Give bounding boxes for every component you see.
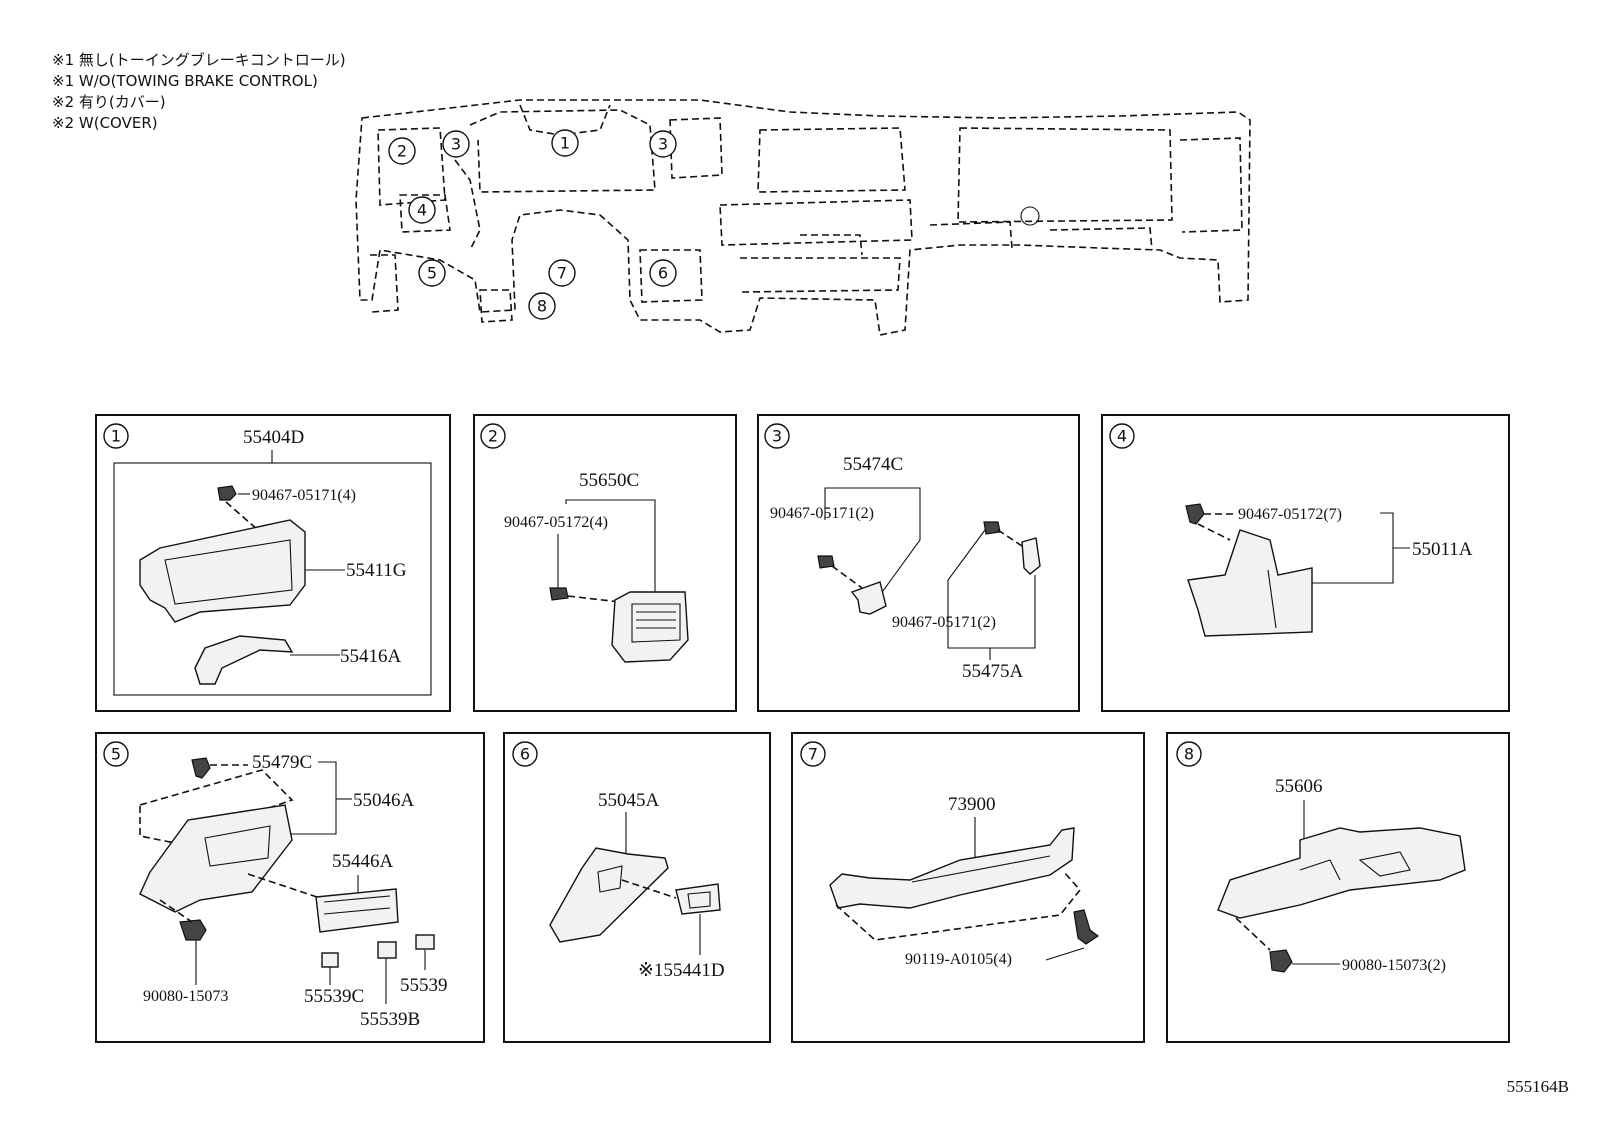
svg-text:7: 7: [808, 745, 818, 764]
part-label-55441D: ※155441D: [638, 960, 725, 981]
screw-icon: [1269, 949, 1293, 973]
part-label-90119-A0105-4: 90119-A0105(4): [905, 951, 1012, 968]
bezel-icon: [194, 635, 294, 685]
cluster-panel-icon: [139, 519, 306, 623]
svg-text:8: 8: [537, 297, 547, 316]
overview-callout-6: 6: [649, 259, 677, 287]
note-line: ※1 W/O(TOWING BRAKE CONTROL): [52, 72, 318, 90]
svg-text:1: 1: [560, 134, 570, 153]
svg-text:2: 2: [488, 427, 498, 446]
lower-panel-icon: [1187, 529, 1313, 637]
switch-icon: [321, 952, 339, 968]
svg-text:4: 4: [1117, 427, 1127, 446]
bolt-icon: [1073, 909, 1100, 945]
svg-text:8: 8: [1184, 745, 1194, 764]
cover-box-icon: [675, 883, 721, 915]
part-label-55474C: 55474C: [843, 454, 903, 475]
svg-text:2: 2: [397, 142, 407, 161]
part-label-55446A: 55446A: [332, 851, 394, 872]
svg-text:5: 5: [427, 264, 437, 283]
panel-3: 3 55474C 90467-05171(2) 90467-05171(2) 5…: [757, 414, 1080, 712]
part-label-90467-05171-4: 90467-05171(4): [252, 487, 356, 504]
part-label-55045A: 55045A: [598, 790, 660, 811]
switch-icon: [415, 934, 435, 950]
panel-7: 7 73900 90119-A0105(4): [791, 732, 1145, 1043]
switch-icon: [377, 941, 397, 959]
part-label-55011A: 55011A: [1412, 539, 1473, 560]
part-label-55404D: 55404D: [243, 427, 304, 448]
panel-6: 6 55045A ※155441D: [503, 732, 771, 1043]
svg-text:5: 5: [111, 745, 121, 764]
part-label-55416A: 55416A: [340, 646, 402, 667]
clip-icon: [983, 521, 1001, 535]
part-label-55539C: 55539C: [304, 986, 364, 1007]
overview-callout-3b: 3: [649, 130, 677, 158]
part-label-55475A: 55475A: [962, 661, 1024, 682]
part-label-90467-05171-2a: 90467-05171(2): [770, 505, 874, 522]
part-label-55650C: 55650C: [579, 470, 639, 491]
note-line: ※2 有り(カバー): [52, 93, 166, 111]
overview-callout-5: 5: [418, 259, 446, 287]
svg-text:1: 1: [111, 427, 121, 446]
part-label-90467-05172-4: 90467-05172(4): [504, 514, 608, 531]
part-label-55606: 55606: [1275, 776, 1323, 797]
overview-callout-3a: 3: [442, 130, 470, 158]
part-label-90467-05171-2b: 90467-05171(2): [892, 614, 996, 631]
svg-text:4: 4: [417, 201, 427, 220]
panel-8: 8 55606 90080-15073(2): [1166, 732, 1510, 1043]
clip-icon: [1185, 503, 1205, 525]
cover-icon: [850, 581, 887, 615]
notes-block: ※1 無し(トーイングブレーキコントロール) ※1 W/O(TOWING BRA…: [52, 50, 346, 134]
dashboard-overview: [355, 99, 1251, 336]
part-label-90080-15073: 90080-15073: [143, 988, 228, 1005]
clip-icon: [817, 555, 835, 569]
vent-icon: [611, 591, 689, 663]
part-label-73900: 73900: [948, 794, 996, 815]
clip-icon: [549, 587, 569, 601]
diagram-code: 555164B: [1506, 1077, 1569, 1096]
svg-text:7: 7: [557, 264, 567, 283]
svg-text:6: 6: [658, 264, 668, 283]
panel-1: 1 55404D 90467-05171(4) 55411G 55416A: [95, 414, 451, 712]
svg-text:3: 3: [658, 135, 668, 154]
overview-callout-2: 2: [388, 137, 416, 165]
panel-2: 2 55650C 90467-05172(4): [473, 414, 737, 712]
screw-icon: [179, 919, 207, 941]
svg-text:3: 3: [451, 135, 461, 154]
overview-callout-7: 7: [548, 259, 576, 287]
lower-panel-icon: [1217, 827, 1466, 919]
clip-icon: [191, 757, 211, 779]
overview-callout-1: 1: [551, 129, 579, 157]
reinforcement-icon: [829, 827, 1075, 909]
overview-callout-4: 4: [408, 196, 436, 224]
lower-cover-icon: [139, 804, 293, 913]
part-label-55046A: 55046A: [353, 790, 415, 811]
side-panel-icon: [549, 847, 669, 943]
part-label-55479C: 55479C: [252, 752, 312, 773]
overview-callout-8: 8: [528, 292, 556, 320]
panel-5: 5 55479C 55046A 55446A 90080-15073 55539…: [95, 732, 485, 1043]
part-label-90080-15073-2: 90080-15073(2): [1342, 957, 1446, 974]
part-label-55411G: 55411G: [346, 560, 407, 581]
part-label-90467-05172-7: 90467-05172(7): [1238, 506, 1342, 523]
panel-4: 4 90467-05172(7) 55011A: [1101, 414, 1510, 712]
part-label-55539B: 55539B: [360, 1009, 420, 1030]
clip-icon: [217, 485, 237, 501]
note-line: ※1 無し(トーイングブレーキコントロール): [52, 51, 346, 69]
svg-text:6: 6: [520, 745, 530, 764]
cover-icon: [1021, 537, 1041, 575]
svg-text:3: 3: [772, 427, 782, 446]
note-line: ※2 W(COVER): [52, 114, 158, 132]
part-label-55539: 55539: [400, 975, 448, 996]
